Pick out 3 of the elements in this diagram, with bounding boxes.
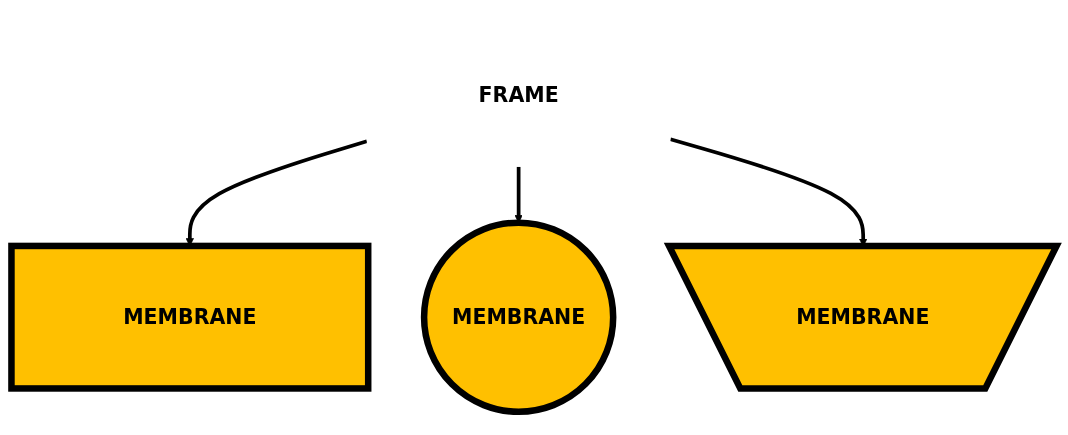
node-circle: MEMBRANE <box>420 218 617 415</box>
node-box: MEMBRANE <box>8 242 372 392</box>
node-text: FRAME <box>478 83 559 107</box>
